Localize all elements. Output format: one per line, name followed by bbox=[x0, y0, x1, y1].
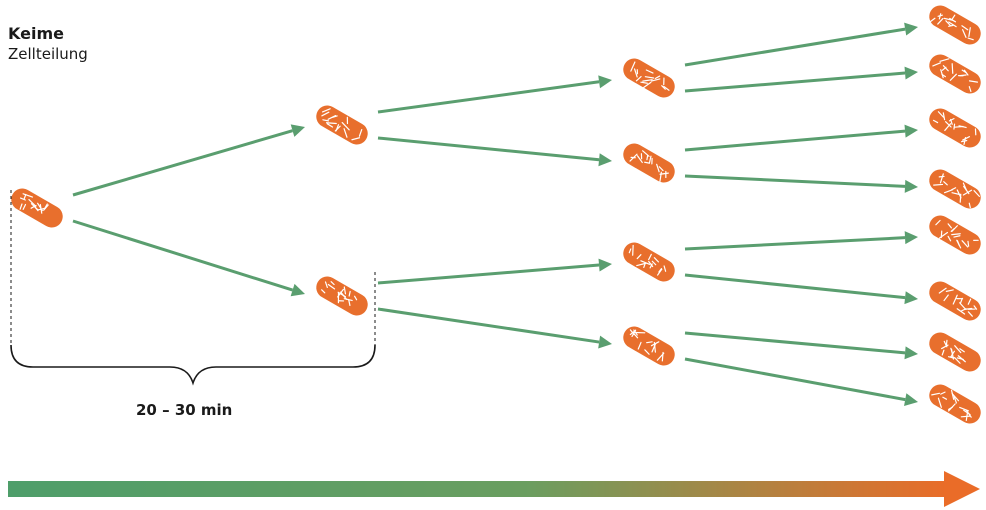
bacteria-group bbox=[11, 5, 981, 424]
bacterium bbox=[623, 58, 675, 98]
bacterium bbox=[623, 242, 675, 282]
division-arrow bbox=[684, 66, 918, 93]
division-arrow bbox=[684, 22, 918, 67]
division-arrow bbox=[684, 174, 918, 193]
bacterium bbox=[929, 215, 981, 255]
bacterium bbox=[929, 108, 981, 148]
division-arrow bbox=[684, 124, 918, 152]
bacterium bbox=[623, 143, 675, 183]
division-arrow bbox=[72, 219, 305, 297]
bacterium bbox=[929, 281, 981, 321]
division-arrow bbox=[377, 307, 612, 349]
division-arrow bbox=[377, 136, 612, 167]
division-arrow bbox=[72, 124, 305, 197]
duration-brace bbox=[10, 344, 376, 386]
division-arrow bbox=[684, 357, 918, 407]
bacterium bbox=[316, 276, 368, 316]
division-arrow bbox=[684, 231, 918, 251]
division-arrow bbox=[377, 258, 612, 285]
bacterium bbox=[316, 105, 368, 145]
bacterium bbox=[929, 54, 981, 94]
title-block: Keime Zellteilung bbox=[8, 24, 88, 64]
diagram-subtitle: Zellteilung bbox=[8, 45, 88, 63]
bacterium bbox=[929, 384, 981, 424]
bacterium bbox=[11, 188, 63, 228]
division-arrow bbox=[684, 331, 918, 360]
bacterium bbox=[929, 332, 981, 372]
duration-label: 20 – 30 min bbox=[136, 401, 233, 419]
division-arrow bbox=[684, 273, 918, 305]
diagram-title: Keime bbox=[8, 24, 64, 43]
division-arrow bbox=[377, 75, 612, 114]
bacterium bbox=[929, 5, 981, 45]
division-arrows bbox=[72, 22, 918, 407]
bacterium bbox=[929, 169, 981, 209]
bacterium bbox=[623, 326, 675, 366]
timeline-arrow bbox=[8, 471, 980, 507]
